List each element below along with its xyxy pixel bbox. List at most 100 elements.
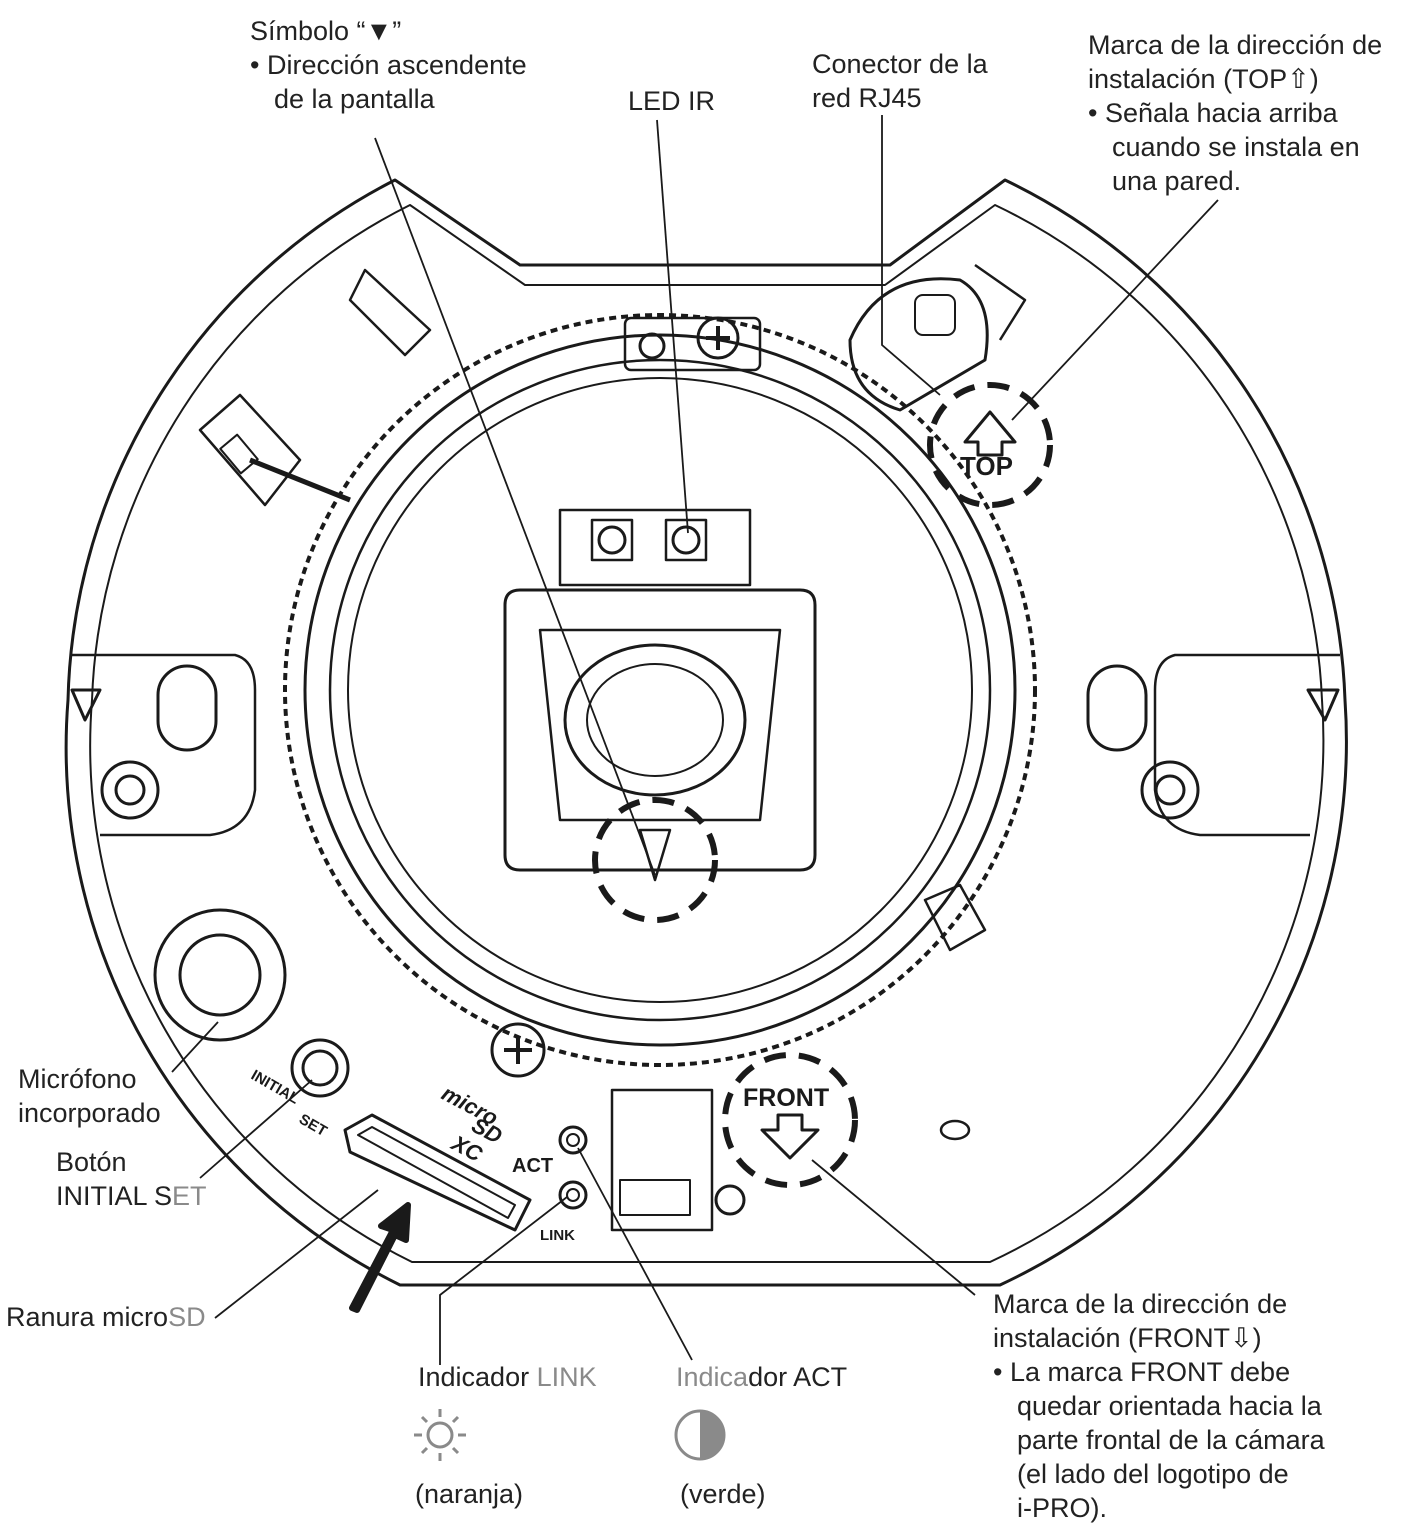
label-conector-line1: Conector de la	[812, 49, 988, 79]
bottom-bracket-tab	[619, 1179, 691, 1216]
label-simbolo: Símbolo “▼” Dirección ascendente de la p…	[250, 14, 527, 116]
act-mark-text: ACT	[512, 1155, 553, 1177]
label-indicador-link-color: (naranja)	[415, 1479, 524, 1509]
leader-link	[439, 1196, 568, 1365]
label-indicador-act-a: Indica	[676, 1362, 749, 1392]
lens-housing	[503, 588, 817, 872]
leader-ranura	[214, 1189, 379, 1319]
leader-simbolo	[374, 137, 656, 876]
rotation-ring-inner	[347, 377, 973, 1003]
link-led-inner	[566, 1188, 580, 1202]
label-simbolo-bullet-cont: de la pantalla	[274, 84, 435, 114]
label-boton-line2a: INITIAL S	[56, 1181, 173, 1211]
act-led	[558, 1125, 588, 1155]
leader-microfono	[171, 1021, 219, 1073]
right-mount-pad	[1153, 653, 1340, 837]
microphone-inner	[178, 933, 262, 1017]
label-led-ir: LED IR	[628, 86, 716, 116]
label-marca-front-bullet3: parte frontal de la cámara	[1017, 1425, 1325, 1455]
label-simbolo-title: Símbolo “▼”	[250, 16, 402, 46]
triangle-symbol-callout	[592, 797, 718, 923]
set-mark-text: SET	[296, 1111, 330, 1140]
left-cable-clip-inner	[219, 433, 259, 475]
label-marca-top-bullet1: Señala hacia arriba	[1088, 96, 1382, 130]
lens-inner-frame	[538, 628, 782, 822]
microsd-slot-inner	[357, 1126, 516, 1219]
initial-set-button	[301, 1049, 339, 1087]
label-boton-line1: Botón	[56, 1147, 127, 1177]
label-microfono-line1: Micrófono	[18, 1064, 137, 1094]
lens	[563, 643, 747, 797]
label-marca-front-bullet5: i-PRO).	[1017, 1493, 1107, 1523]
left-wire	[249, 457, 351, 503]
label-indicador-act-b: dor ACT	[748, 1362, 848, 1392]
leader-marca-front	[811, 1159, 976, 1296]
left-tab	[70, 688, 102, 722]
left-upper-latch	[348, 268, 432, 357]
label-marca-top-bullet2: cuando se instala en	[1112, 132, 1360, 162]
initial-set-button-housing	[290, 1038, 350, 1098]
top-screw-cross	[696, 316, 740, 360]
ir-led-right	[664, 518, 708, 562]
label-conector-line2: red RJ45	[812, 83, 922, 113]
bottom-screw-cross	[504, 1036, 532, 1064]
label-marca-front-bullet2: quedar orientada hacia la	[1017, 1391, 1322, 1421]
label-ranura-a: Ranura micro	[6, 1302, 169, 1332]
microsd-insert-arrow	[349, 1202, 411, 1313]
label-indicador-link-a: Indicador	[418, 1362, 537, 1392]
ir-led-right-lens	[671, 525, 701, 555]
label-marca-front-line2: instalación (FRONT⇩)	[993, 1323, 1262, 1353]
bottom-bracket	[610, 1088, 714, 1232]
right-cable-clip	[974, 263, 1027, 341]
leader-led-ir	[656, 119, 689, 534]
rj45-latch	[914, 294, 956, 336]
right-small-hole	[939, 1119, 971, 1141]
leader-conector	[881, 115, 941, 396]
label-microfono: Micrófono incorporado	[18, 1062, 161, 1130]
label-boton: Botón INITIAL SET	[56, 1145, 207, 1213]
microsd-slot	[343, 1113, 532, 1232]
left-mount-pad	[70, 653, 257, 837]
label-simbolo-bullet: Dirección ascendente	[250, 48, 527, 82]
half-circle-icon	[674, 1409, 726, 1461]
top-screw-cross-mark	[706, 326, 730, 350]
right-lower-latch	[923, 883, 987, 952]
top-arrow-icon	[963, 410, 1017, 457]
label-marca-top-line2: instalación (TOP⇧)	[1088, 64, 1319, 94]
label-ranura-b: SD	[168, 1302, 206, 1332]
link-mark-text: LINK	[540, 1227, 575, 1244]
ir-led-left-lens	[597, 525, 627, 555]
microphone-housing	[153, 908, 287, 1042]
ir-led-left	[590, 518, 634, 562]
label-marca-top: Marca de la dirección de instalación (TO…	[1088, 28, 1382, 198]
left-screw-hole	[114, 774, 146, 806]
label-indicador-act-color: (verde)	[680, 1479, 766, 1509]
leader-marca-top	[1011, 199, 1219, 421]
leader-act	[577, 1147, 693, 1361]
label-marca-front-line1: Marca de la dirección de	[993, 1289, 1288, 1319]
sun-blinking-icon	[414, 1409, 466, 1461]
right-tab	[1306, 688, 1340, 722]
lens-inner	[586, 663, 724, 777]
outer-housing	[64, 178, 1348, 1287]
front-mark-callout	[722, 1052, 858, 1188]
label-boton-line2b: ET	[172, 1181, 207, 1211]
left-cable-clip	[198, 393, 302, 507]
gear-ring-outer	[283, 313, 1037, 1067]
label-indicador-link: Indicador LINK	[418, 1360, 597, 1394]
rotation-ring	[328, 358, 992, 1022]
right-mount-slot	[1086, 664, 1148, 752]
label-conector: Conector de la red RJ45	[812, 47, 988, 115]
front-arrow-icon	[760, 1113, 820, 1160]
label-indicador-act: Indicador ACT	[676, 1360, 847, 1394]
left-screw-boss	[100, 760, 160, 820]
right-screw-hole	[1154, 774, 1186, 806]
top-mark-text: TOP	[960, 451, 1013, 481]
bottom-right-screw	[714, 1184, 746, 1216]
ir-led-bracket	[558, 508, 752, 587]
leader-boton	[199, 1079, 313, 1179]
label-indicador-link-b: LINK	[536, 1362, 597, 1392]
front-mark-text: FRONT	[743, 1084, 829, 1112]
label-microfono-line2: incorporado	[18, 1098, 161, 1128]
